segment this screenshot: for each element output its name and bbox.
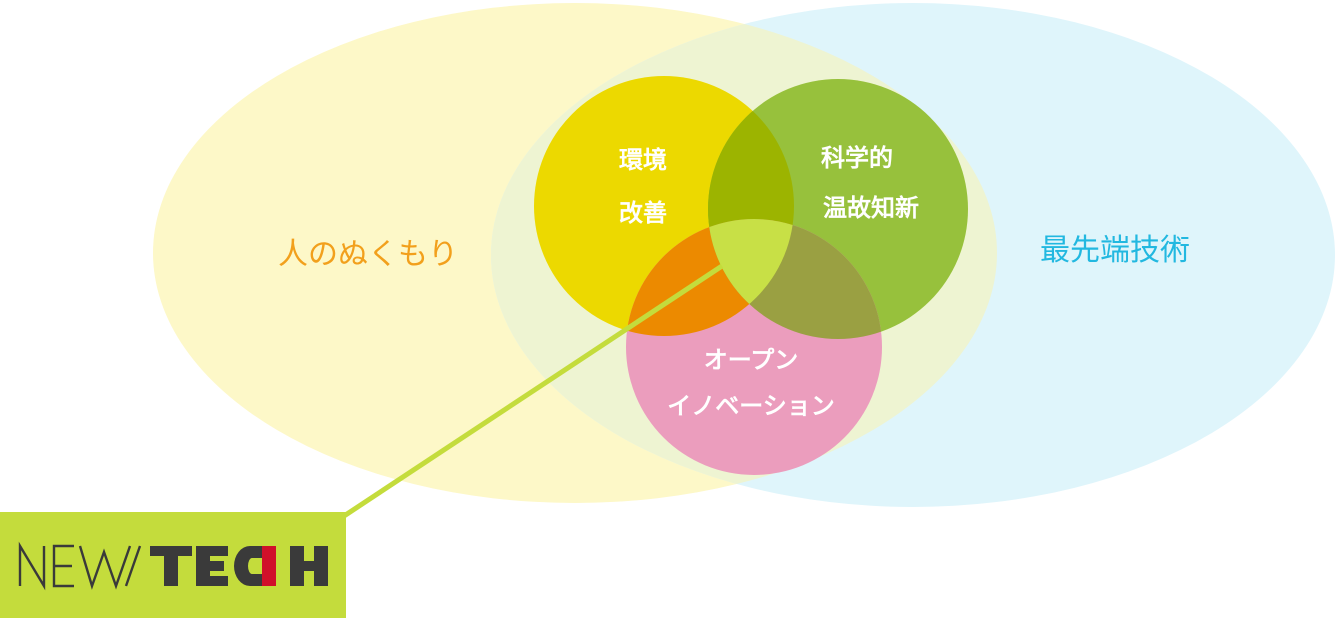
circle-innovation-label-line2: イノベーション	[667, 392, 835, 420]
logo-new-letters	[18, 541, 142, 591]
logo-connector-line	[342, 263, 724, 519]
new-tech-logo-icon	[18, 541, 328, 591]
overlap-science-innovation	[708, 219, 882, 339]
circle-environment-label-line1: 環境	[619, 146, 667, 174]
new-tech-logo	[0, 512, 346, 618]
left-ellipse-label: 人のぬくもり	[278, 237, 458, 272]
overlap-environment-innovation	[626, 219, 794, 336]
circle-environment-label-line2: 改善	[619, 199, 667, 227]
logo-tech-letters	[150, 546, 328, 586]
logo-red-accent	[262, 546, 276, 586]
right-ellipse-label: 最先端技術	[1040, 233, 1190, 268]
circle-innovation-label-line1: オープン	[704, 346, 799, 374]
circle-science-label-line1: 科学的	[821, 144, 893, 172]
circle-science-label-line2: 温故知新	[823, 194, 919, 222]
